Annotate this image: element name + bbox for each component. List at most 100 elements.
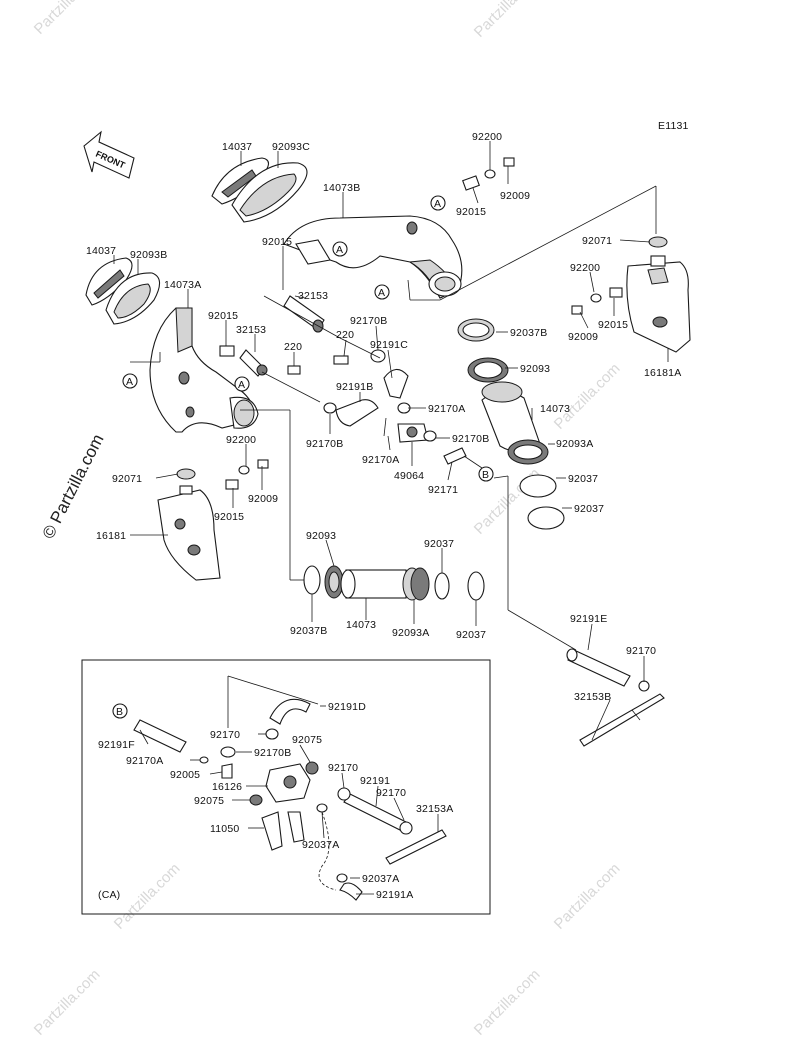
part-label: 16126	[212, 781, 242, 793]
part-label: 14037	[222, 141, 252, 153]
part-label: 92170	[210, 729, 240, 741]
small-parts-upper	[219, 157, 623, 490]
grommet-92071-right	[648, 236, 668, 248]
part-label: 92191	[360, 775, 390, 787]
part-label: 92015	[214, 511, 244, 523]
part-label: 92037	[456, 629, 486, 641]
cover-16181	[157, 485, 221, 581]
part-label: 14073B	[323, 182, 360, 194]
part-label: 92037A	[362, 873, 399, 885]
part-label: 92009	[500, 190, 530, 202]
part-label: 92170A	[362, 454, 399, 466]
part-label: 92037B	[290, 625, 327, 637]
part-label: 92093A	[556, 438, 593, 450]
part-label: 11050	[210, 823, 239, 835]
part-label: 14037	[86, 245, 116, 257]
part-label: 92170	[376, 787, 406, 799]
part-label: 16181A	[644, 367, 681, 379]
part-label: 32153B	[574, 691, 611, 703]
part-label: 92037B	[510, 327, 547, 339]
part-label: 92191E	[570, 613, 607, 625]
intake-belts-left	[85, 257, 161, 325]
watermark-text: Partzilla.com	[471, 0, 544, 41]
part-label: 92200	[472, 131, 502, 143]
watermark-text: Partzilla.com	[551, 860, 624, 933]
intake-belts-upper	[211, 157, 308, 223]
part-label: 92037	[424, 538, 454, 550]
hose-stack-right	[457, 318, 565, 530]
part-label: 92191C	[370, 339, 408, 351]
part-label: 32153	[236, 324, 266, 336]
part-label: 92191B	[336, 381, 373, 393]
part-label: 14073	[346, 619, 376, 631]
part-label: 92015	[262, 236, 292, 248]
part-label: 92170	[626, 645, 656, 657]
svg-text:A: A	[378, 287, 385, 299]
part-label: 92015	[208, 310, 238, 322]
svg-text:A: A	[126, 376, 133, 388]
part-label: 92071	[582, 235, 612, 247]
diagram-code: E1131	[658, 120, 689, 132]
front-arrow-icon: FRONT	[83, 130, 135, 179]
part-label: 92170B	[452, 433, 489, 445]
part-label: 92015	[598, 319, 628, 331]
svg-text:B: B	[116, 706, 123, 718]
hose-92191e	[566, 648, 665, 747]
watermark-text: Partzilla.com	[471, 966, 544, 1039]
reference-markers: A A A A A B B	[112, 195, 494, 719]
part-label: 92170A	[428, 403, 465, 415]
part-label: 14073	[540, 403, 570, 415]
part-label: 32153	[298, 290, 328, 302]
watermark-text: Partzilla.com	[111, 860, 184, 933]
part-label: 92009	[568, 331, 598, 343]
part-label: 92200	[570, 262, 600, 274]
part-label: 92093	[306, 530, 336, 542]
inset-parts	[133, 698, 447, 901]
part-label: 92093C	[272, 141, 310, 153]
part-label: 92170B	[254, 747, 291, 759]
part-label: 220	[284, 341, 302, 353]
part-label: 92075	[292, 734, 322, 746]
svg-text:A: A	[238, 379, 245, 391]
svg-text:A: A	[336, 244, 343, 256]
part-label: 49064	[394, 470, 424, 482]
part-label: 92037A	[302, 839, 339, 851]
part-label: 220	[336, 329, 354, 341]
part-label: 92170B	[350, 315, 387, 327]
part-label: 92093B	[130, 249, 167, 261]
watermark-text: Partzilla.com	[31, 0, 104, 38]
part-label: 92200	[226, 434, 256, 446]
part-label: 92191D	[328, 701, 366, 713]
part-label: 16181	[96, 530, 126, 542]
part-label: 92171	[428, 484, 458, 496]
part-label: 92170B	[306, 438, 343, 450]
part-label: 92015	[456, 206, 486, 218]
watermark-text: Partzilla.com	[551, 360, 624, 433]
grommet-92071-left	[176, 468, 196, 480]
part-label: 14073A	[164, 279, 201, 291]
part-label: 92093A	[392, 627, 429, 639]
cover-16181a	[626, 255, 691, 353]
hose-stack-middle	[303, 565, 485, 601]
part-labels: 14037 92093C 14073B 92200 92009 92015 14…	[86, 131, 681, 901]
ca-inset-box	[81, 659, 491, 915]
part-label: 92093	[520, 363, 550, 375]
part-label: 32153A	[416, 803, 453, 815]
duct-14073a	[149, 307, 259, 433]
copyright-text: © Partzilla.com	[39, 431, 108, 542]
svg-text:B: B	[482, 469, 489, 481]
inset-leader-lines	[139, 675, 439, 895]
part-label: 92037	[568, 473, 598, 485]
duct-14073b	[283, 215, 463, 299]
part-label: 92170	[328, 762, 358, 774]
part-label: 92191A	[376, 889, 413, 901]
part-label: 92170A	[126, 755, 163, 767]
leader-lines	[113, 141, 669, 741]
watermark-text: Partzilla.com	[31, 966, 104, 1039]
part-label: 92009	[248, 493, 278, 505]
part-label: 92075	[194, 795, 224, 807]
part-label: 92191F	[98, 739, 135, 751]
part-label: 92037	[574, 503, 604, 515]
part-label: 92005	[170, 769, 200, 781]
